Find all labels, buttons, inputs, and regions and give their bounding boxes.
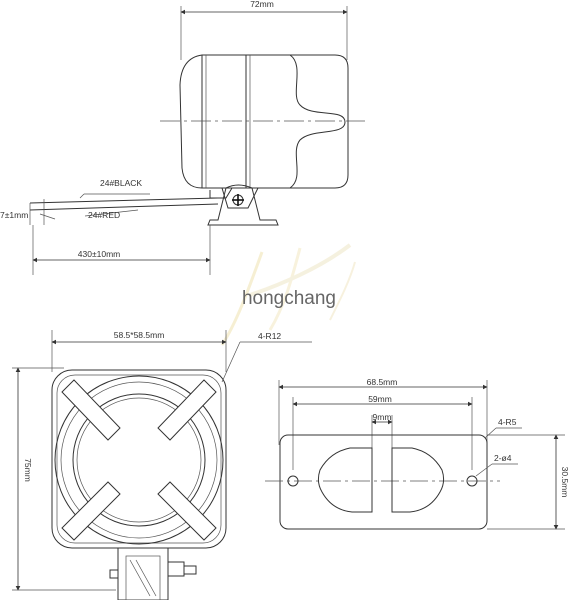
horn-curve	[289, 54, 346, 189]
label-r5: 4-R5	[498, 417, 517, 427]
body-outline	[179, 54, 349, 189]
side-view: 72mm 24#BLACK 24#RED 7±1mm 430	[0, 0, 365, 275]
dim-68-5: 68.5mm	[367, 377, 398, 387]
label-r12: 4-R12	[258, 331, 281, 341]
label-24-red: 24#RED	[88, 210, 120, 220]
dim-9: 9mm	[373, 412, 392, 422]
dim-430mm: 430±10mm	[78, 249, 120, 259]
watermark-text: hongchang	[242, 288, 336, 309]
label-hole: 2-ø4	[494, 453, 512, 463]
hongchang-logo	[220, 243, 356, 346]
bracket-plate	[279, 434, 488, 530]
dim-58-5: 58.5*58.5mm	[114, 330, 165, 340]
dim-30-5: 30.5mm	[560, 467, 570, 498]
dim-59: 59mm	[368, 394, 392, 404]
label-7mm: 7±1mm	[0, 210, 28, 220]
dim-72mm: 72mm	[250, 0, 274, 9]
dim-75mm: 75mm	[23, 458, 33, 482]
bracket-view: 68.5mm 59mm 9mm 4-R5 2-ø4 30.5mm	[265, 377, 570, 530]
label-24-black: 24#BLACK	[100, 178, 142, 188]
front-view: 58.5*58.5mm 4-R12 75mm	[12, 330, 312, 600]
